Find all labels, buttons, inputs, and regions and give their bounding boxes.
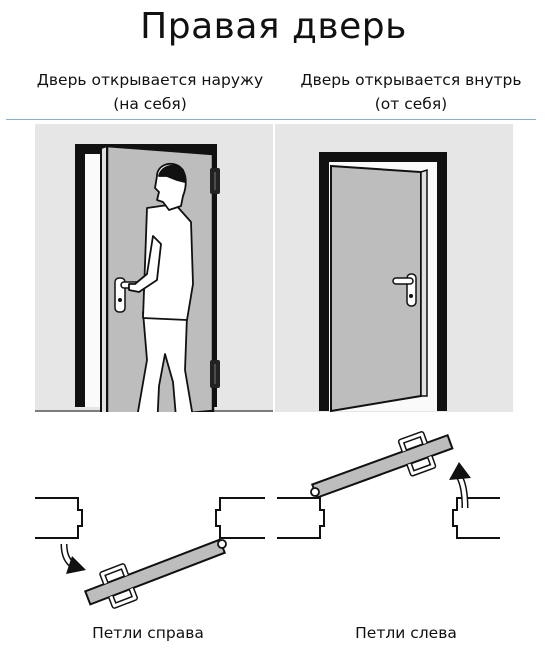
hinge-icon <box>210 168 220 194</box>
outward-plan-view <box>20 420 275 615</box>
curved-arrow-icon <box>449 462 471 509</box>
wall-right <box>215 497 265 539</box>
outward-door-illustration <box>35 124 273 412</box>
wall-left <box>35 497 83 539</box>
hinge-icon <box>310 487 320 497</box>
caption-outward-line2: (на себя) <box>113 95 187 113</box>
caption-outward: Дверь открывается наружу (на себя) <box>20 68 280 116</box>
inward-door-drawing <box>319 152 447 412</box>
caption-inward-line2: (от себя) <box>374 95 448 113</box>
hinge-icon <box>210 360 220 388</box>
hinges-right-label: Петли справа <box>92 624 204 642</box>
caption-inward: Дверь открывается внутрь (от себя) <box>282 68 540 116</box>
hinges-left-label: Петли слева <box>355 624 457 642</box>
caption-inward-line1: Дверь открывается внутрь <box>300 71 522 89</box>
outward-door-drawing <box>35 144 273 412</box>
inward-plan-view <box>275 420 540 615</box>
door-edge <box>100 144 108 412</box>
door-edge <box>420 168 428 397</box>
outward-plan-drawing <box>35 497 265 609</box>
curved-arrow-icon <box>60 543 86 574</box>
inward-door-illustration <box>275 124 513 412</box>
inward-plan-drawing <box>277 431 500 539</box>
person-figure <box>128 162 194 412</box>
wall-right <box>452 497 500 539</box>
hinge-icon <box>217 539 227 549</box>
page-title: Правая дверь <box>140 6 407 47</box>
caption-outward-line1: Дверь открывается наружу <box>36 71 264 89</box>
divider-line <box>6 119 536 120</box>
handle-icon <box>392 273 417 307</box>
wall-left <box>277 497 325 539</box>
